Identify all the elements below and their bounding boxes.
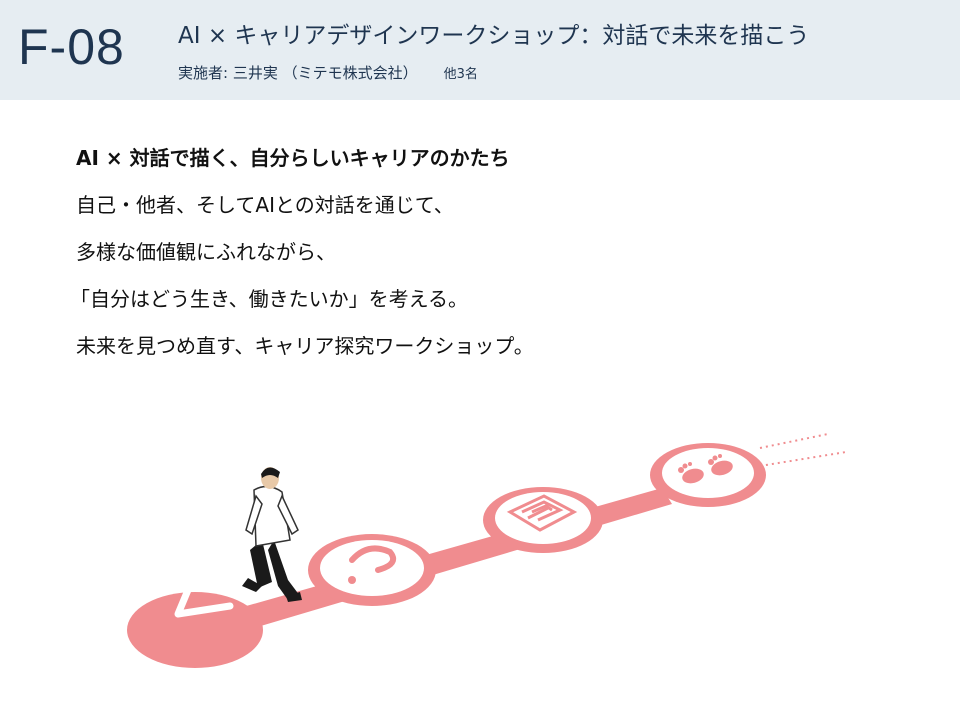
description-line: 「自分はどう生き、働きたいか」を考える。 [70, 287, 468, 311]
presenter-line: 実施者: 三井実 （ミテモ株式会社） 他3名 [178, 62, 478, 83]
walking-person [242, 467, 302, 602]
description-line: 多様な価値観にふれながら、 [76, 240, 336, 264]
description: AI × 対話で描く、自分らしいキャリアのかたち 自己・他者、そしてAIとの対話… [70, 146, 534, 381]
session-title: AI × キャリアデザインワークショップ：対話で未来を描こう [178, 23, 810, 49]
career-path-illustration [127, 433, 847, 668]
header-banner: F-08 AI × キャリアデザインワークショップ：対話で未来を描こう 実施者:… [0, 0, 960, 100]
maze-icon [495, 492, 591, 544]
dotted-trail [759, 433, 847, 467]
description-line: 自己・他者、そしてAIとの対話を通じて、 [76, 193, 454, 217]
question-mark-icon [320, 540, 424, 596]
presenter-others: 他3名 [443, 67, 478, 82]
description-headline: AI × 対話で描く、自分らしいキャリアのかたち [76, 146, 510, 170]
description-line: 未来を見つめ直す、キャリア探究ワークショップ。 [76, 334, 534, 358]
presenter-name: 実施者: 三井実 （ミテモ株式会社） [178, 64, 418, 82]
footprints-icon [662, 448, 754, 498]
checkmark-icon [174, 586, 234, 618]
session-id: F-08 [18, 19, 125, 75]
